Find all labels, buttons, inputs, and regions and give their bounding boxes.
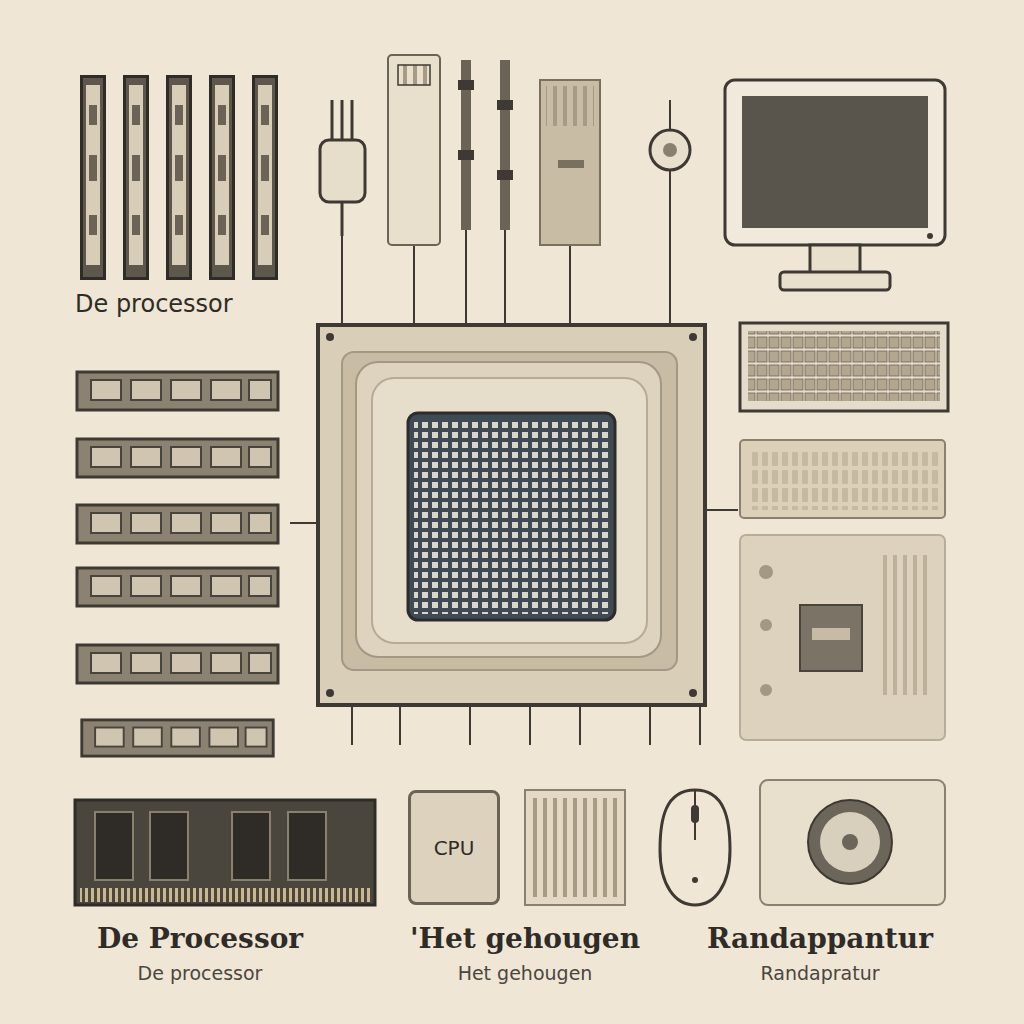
label-slot: Het gehougen [370,962,680,984]
part-label: De processor [75,290,335,318]
label-slot: 'Het gehougen [370,922,680,955]
label-slot: De processor [45,962,355,984]
section-title: De Processor [45,922,355,955]
chip-box: CPU [408,790,500,905]
section-title: 'Het gehougen [370,922,680,955]
section-subtitle: Randapratur [665,962,975,984]
section-subtitle: De processor [45,962,355,984]
section-subtitle: Het gehougen [370,962,680,984]
label-slot: Randapratur [665,962,975,984]
section-title: Randappantur [665,922,975,955]
label-slot: Randappantur [665,922,975,955]
label-slot: De Processor [45,922,355,955]
label-slot: De processor [75,290,335,318]
chip-label: CPU [434,836,475,860]
